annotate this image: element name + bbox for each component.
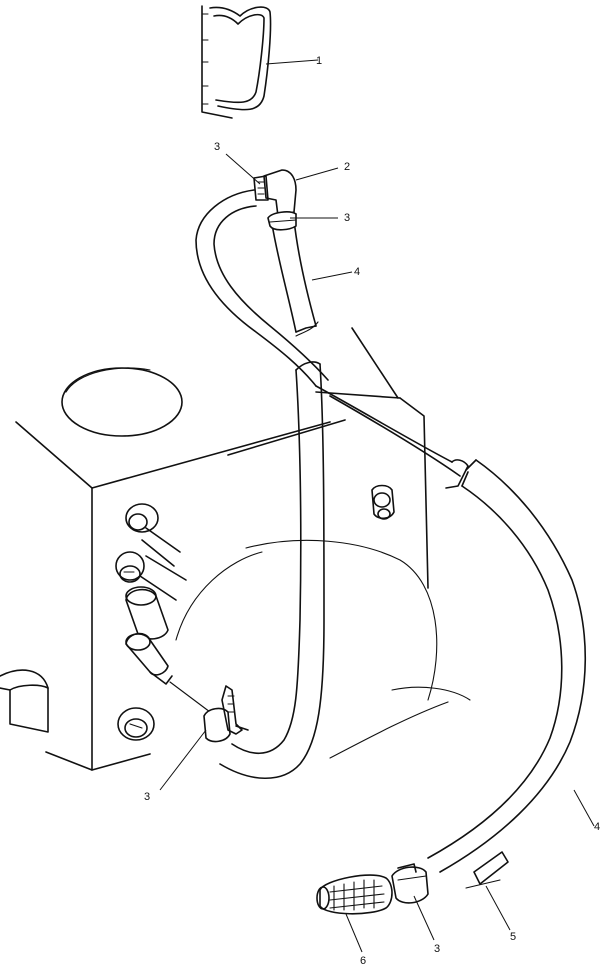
part-1-clip	[201, 5, 272, 119]
tank-fittings	[115, 484, 395, 741]
part-6-filter	[316, 874, 393, 915]
part-4-hose-upper	[195, 189, 329, 387]
callout-3-top-right: 3	[344, 212, 350, 224]
callout-1: 1	[316, 55, 322, 67]
callout-4-upper: 4	[354, 266, 360, 278]
part-4-hose-down	[203, 361, 325, 780]
callout-4-lower-right: 4	[594, 821, 600, 833]
part-4-hose-long	[315, 385, 587, 873]
part-5-strap	[465, 851, 509, 889]
callout-5: 5	[510, 931, 516, 943]
callout-3-top-left: 3	[214, 141, 220, 153]
reservoir-tank	[15, 327, 471, 771]
side-fitting-left	[0, 669, 49, 733]
callout-3-bottom: 3	[434, 943, 440, 955]
callout-6: 6	[360, 955, 366, 966]
leader-lines	[159, 59, 595, 953]
callout-2: 2	[344, 161, 350, 173]
callout-3-lower-left: 3	[144, 791, 150, 803]
part-3-clamp-bottom	[391, 863, 429, 904]
callout-labels: 1 2 3 3 4 3 4 3 5 6	[144, 55, 600, 966]
tank-filler-opening	[61, 367, 183, 437]
